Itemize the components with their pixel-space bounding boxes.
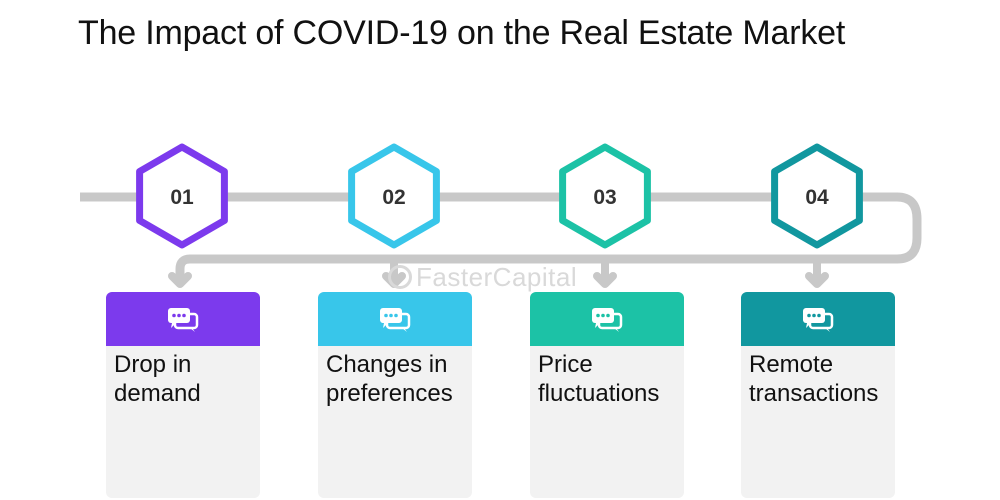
step-hexagon-1: 01 [136, 143, 228, 249]
hexagon-shape [348, 143, 440, 249]
step-label: Drop in demand [114, 351, 201, 407]
card-header [530, 292, 684, 346]
arrow-down-icon [593, 255, 617, 288]
step-card-4: Remote transactions [741, 292, 895, 498]
arrow-down-icon [168, 272, 192, 288]
step-number: 03 [593, 186, 616, 209]
hexagon-shape [559, 143, 651, 249]
arrow-down-icon [805, 255, 829, 288]
step-hexagon-2: 02 [348, 143, 440, 249]
watermark-text: FasterCapital [416, 261, 578, 292]
chat-icon [590, 306, 624, 332]
step-number: 01 [170, 186, 194, 209]
chat-icon [166, 306, 200, 332]
step-card-3: Price fluctuations [530, 292, 684, 498]
page-title: The Impact of COVID-19 on the Real Estat… [78, 14, 846, 52]
step-hexagon-3: 03 [559, 143, 651, 249]
card-header [318, 292, 472, 346]
step-hexagon-4: 04 [771, 143, 863, 249]
connector-track [80, 192, 922, 280]
card-header [106, 292, 260, 346]
chat-icon [378, 306, 412, 332]
step-label: Changes in preferences [326, 351, 453, 407]
watermark: FasterCapital [388, 260, 577, 294]
step-number: 04 [805, 186, 829, 209]
chat-icon [801, 306, 835, 332]
step-card-2: Changes in preferences [318, 292, 472, 498]
step-label: Remote transactions [749, 351, 879, 407]
step-label: Price fluctuations [538, 351, 660, 407]
fastercapital-logo-icon [388, 265, 412, 289]
hexagon-shape [136, 143, 228, 249]
hexagon-shape [771, 143, 863, 249]
step-number: 02 [382, 186, 405, 209]
step-card-1: Drop in demand [106, 292, 260, 498]
card-header [741, 292, 895, 346]
